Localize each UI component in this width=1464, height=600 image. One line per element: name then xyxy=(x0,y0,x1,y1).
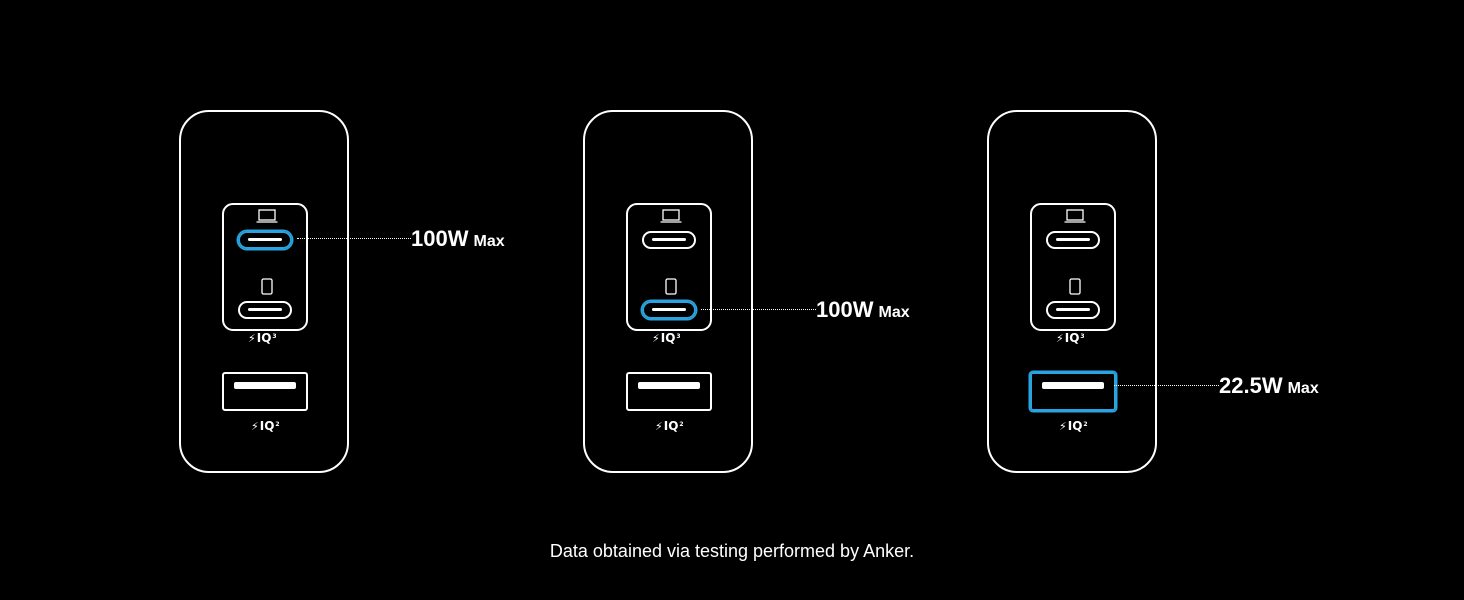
phone-icon xyxy=(261,278,273,295)
phone-icon xyxy=(665,278,677,295)
usb-a-port xyxy=(626,372,712,411)
poweriq-3-badge: ⚡IQ3 xyxy=(248,331,277,345)
phone-icon xyxy=(1069,278,1081,295)
poweriq-2-badge: ⚡IQ2 xyxy=(1059,419,1088,433)
usb-c-port-bottom xyxy=(238,301,292,319)
usb-c-port-top xyxy=(642,231,696,249)
usb-a-port xyxy=(222,372,308,411)
bolt-icon: ⚡ xyxy=(1059,420,1067,433)
bolt-icon: ⚡ xyxy=(1056,332,1064,345)
laptop-icon xyxy=(256,209,278,223)
usb-c-port-bottom xyxy=(1046,301,1100,319)
leader-line-1 xyxy=(297,238,411,239)
usb-c-port-group xyxy=(1030,203,1116,331)
leader-line-3 xyxy=(1114,385,1219,386)
poweriq-3-badge: ⚡IQ3 xyxy=(652,331,681,345)
bolt-icon: ⚡ xyxy=(248,332,256,345)
charger-2: ⚡IQ3 ⚡IQ2 xyxy=(583,110,753,473)
poweriq-2-badge: ⚡IQ2 xyxy=(655,419,684,433)
poweriq-3-badge: ⚡IQ3 xyxy=(1056,331,1085,345)
bolt-icon: ⚡ xyxy=(251,420,259,433)
usb-a-port xyxy=(1030,372,1116,411)
footnote: Data obtained via testing performed by A… xyxy=(549,541,915,561)
usb-c-port-bottom xyxy=(642,301,696,319)
usb-c-port-top xyxy=(1046,231,1100,249)
charger-1: ⚡IQ3 ⚡IQ2 xyxy=(179,110,349,473)
leader-line-2 xyxy=(701,309,816,310)
usb-c-port-group xyxy=(626,203,712,331)
bolt-icon: ⚡ xyxy=(652,332,660,345)
charger-3: ⚡IQ3 ⚡IQ2 xyxy=(987,110,1157,473)
usb-c-port-group xyxy=(222,203,308,331)
laptop-icon xyxy=(1064,209,1086,223)
laptop-icon xyxy=(660,209,682,223)
poweriq-2-badge: ⚡IQ2 xyxy=(251,419,280,433)
bolt-icon: ⚡ xyxy=(655,420,663,433)
usb-c-port-top xyxy=(238,231,292,249)
